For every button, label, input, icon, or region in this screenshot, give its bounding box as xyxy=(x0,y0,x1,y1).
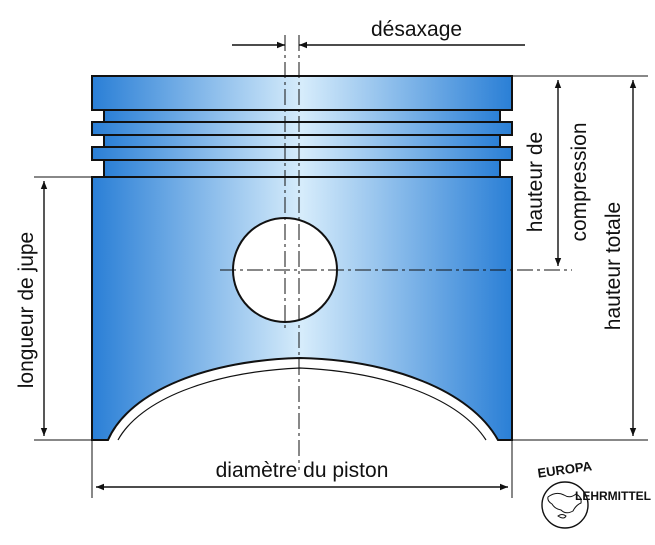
offset-label: désaxage xyxy=(371,18,462,41)
piston-ring-groove-2 xyxy=(103,134,501,148)
logo-text-top: EUROPA xyxy=(537,458,594,481)
piston-crown xyxy=(91,75,513,111)
logo-island xyxy=(557,514,567,519)
compression-height-label-line2: compression xyxy=(568,122,591,241)
piston-ring-groove-1 xyxy=(103,109,501,123)
compression-height-label-line1: hauteur de xyxy=(524,132,547,232)
europa-logo: EUROPA LEHRMITTEL xyxy=(537,458,651,529)
logo-continents xyxy=(547,492,582,514)
logo-globe xyxy=(541,481,589,529)
diameter-label: diamètre du piston xyxy=(216,459,389,482)
skirt-inner-edge xyxy=(117,367,487,441)
piston-ring-land-2 xyxy=(91,146,513,161)
logo-text-side: LEHRMITTEL xyxy=(575,489,651,503)
skirt-length-label: longueur de jupe xyxy=(15,232,38,388)
total-height-label: hauteur totale xyxy=(602,202,625,330)
piston-ring-groove-3 xyxy=(103,159,501,178)
piston-ring-land-1 xyxy=(91,121,513,136)
